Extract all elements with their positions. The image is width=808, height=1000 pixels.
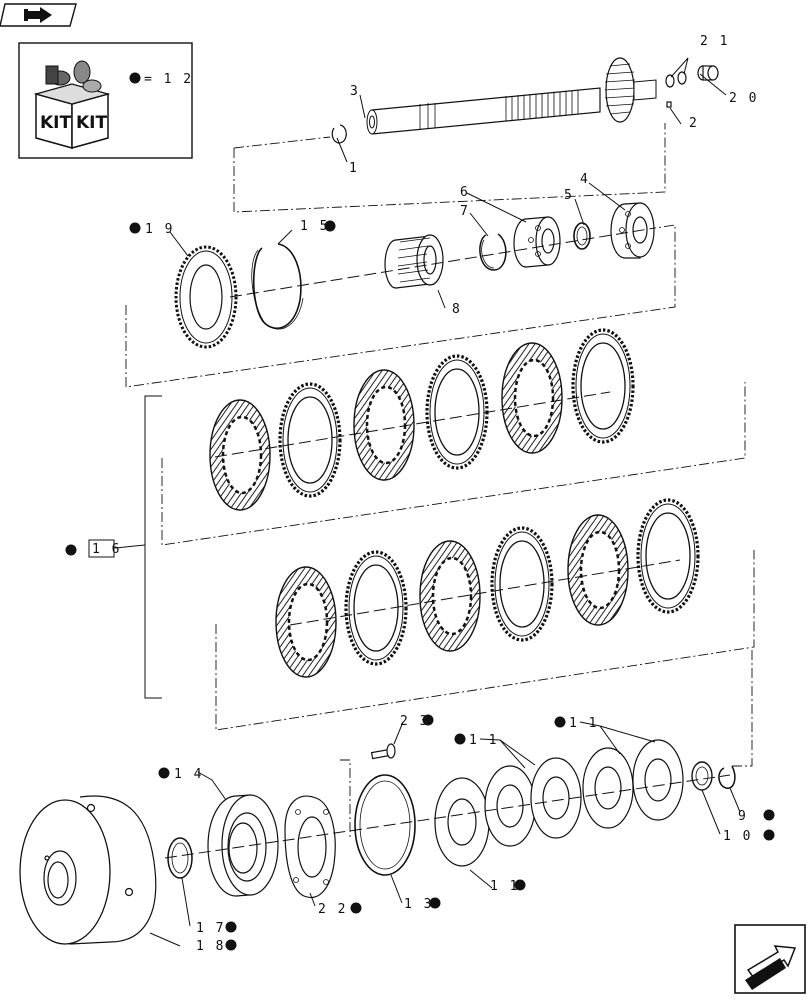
callout-3: 3: [350, 84, 360, 99]
callout-18: 1 8: [196, 939, 225, 954]
part-20-plug: [697, 65, 719, 81]
callout-7: 7: [460, 204, 470, 219]
steel-disc: [278, 382, 342, 498]
friction-disc: [353, 369, 415, 481]
part-23-screw: [370, 743, 396, 760]
steel-disc: [344, 550, 408, 666]
leader-lines: [149, 57, 741, 947]
steel-disc: [425, 354, 489, 470]
callout-17: 1 7: [196, 921, 225, 936]
friction-disc: [275, 566, 337, 678]
kit-box: KIT KIT = 1 2: [18, 42, 193, 159]
part-22-plate: [284, 795, 336, 899]
callout-22: 2 2: [318, 902, 347, 917]
part-11-washers: [434, 739, 684, 867]
callout-10: 1 0: [723, 829, 752, 844]
friction-disc: [501, 342, 563, 454]
callout-labels: 3 1 2 1 2 0 2 4 5 6 7 8 1 9 1 5 1 6 2 3 …: [65, 34, 775, 954]
callout-11b: 1 1: [569, 716, 598, 731]
part-6-bearing: [513, 216, 561, 268]
part-19-friction-gear: [174, 245, 238, 349]
callout-9: 9: [738, 809, 748, 824]
callout-4: 4: [580, 172, 590, 187]
kit-legend-text: = 1 2: [144, 72, 193, 87]
callout-23: 2 3: [400, 714, 429, 729]
callout-15: 1 5: [300, 219, 329, 234]
part-4-bearing: [610, 202, 655, 259]
friction-disc: [567, 514, 629, 626]
main-shaft: [366, 57, 657, 135]
kit-parts-icon: KIT KIT: [33, 60, 111, 149]
callout-2: 2: [689, 116, 699, 131]
book-arrow-icon[interactable]: [0, 3, 77, 27]
kit-label-left: KIT: [40, 113, 71, 133]
friction-disc: [419, 540, 481, 652]
callout-14: 1 4: [174, 767, 203, 782]
callout-16: 1 6: [92, 542, 121, 557]
callout-11c: 1 1: [490, 879, 519, 894]
legend-dot: [129, 72, 141, 84]
callout-20: 2 0: [729, 91, 758, 106]
kit-label-right: KIT: [76, 113, 107, 133]
steel-disc: [636, 498, 700, 614]
callout-8: 8: [452, 302, 462, 317]
clutch-pack-row-1: [209, 328, 635, 511]
friction-disc: [209, 399, 271, 511]
callout-21: 2 1: [700, 34, 729, 49]
steel-disc: [571, 328, 635, 444]
callout-11a: 1 1: [469, 733, 498, 748]
callout-5: 5: [564, 188, 574, 203]
callout-1: 1: [349, 161, 359, 176]
part-18-clutch-drum: [19, 795, 157, 945]
part-1-snap-ring: [331, 124, 347, 144]
part-14-piston: [207, 794, 279, 897]
callout-19: 1 9: [145, 222, 174, 237]
next-page-arrow-icon[interactable]: [734, 924, 806, 994]
steel-disc: [490, 526, 554, 642]
part-8-hub: [384, 234, 444, 289]
callout-6: 6: [460, 185, 470, 200]
part-15-circlip: [252, 243, 302, 329]
callout-13: 1 3: [404, 897, 433, 912]
clutch-pack-row-2: [275, 498, 700, 678]
